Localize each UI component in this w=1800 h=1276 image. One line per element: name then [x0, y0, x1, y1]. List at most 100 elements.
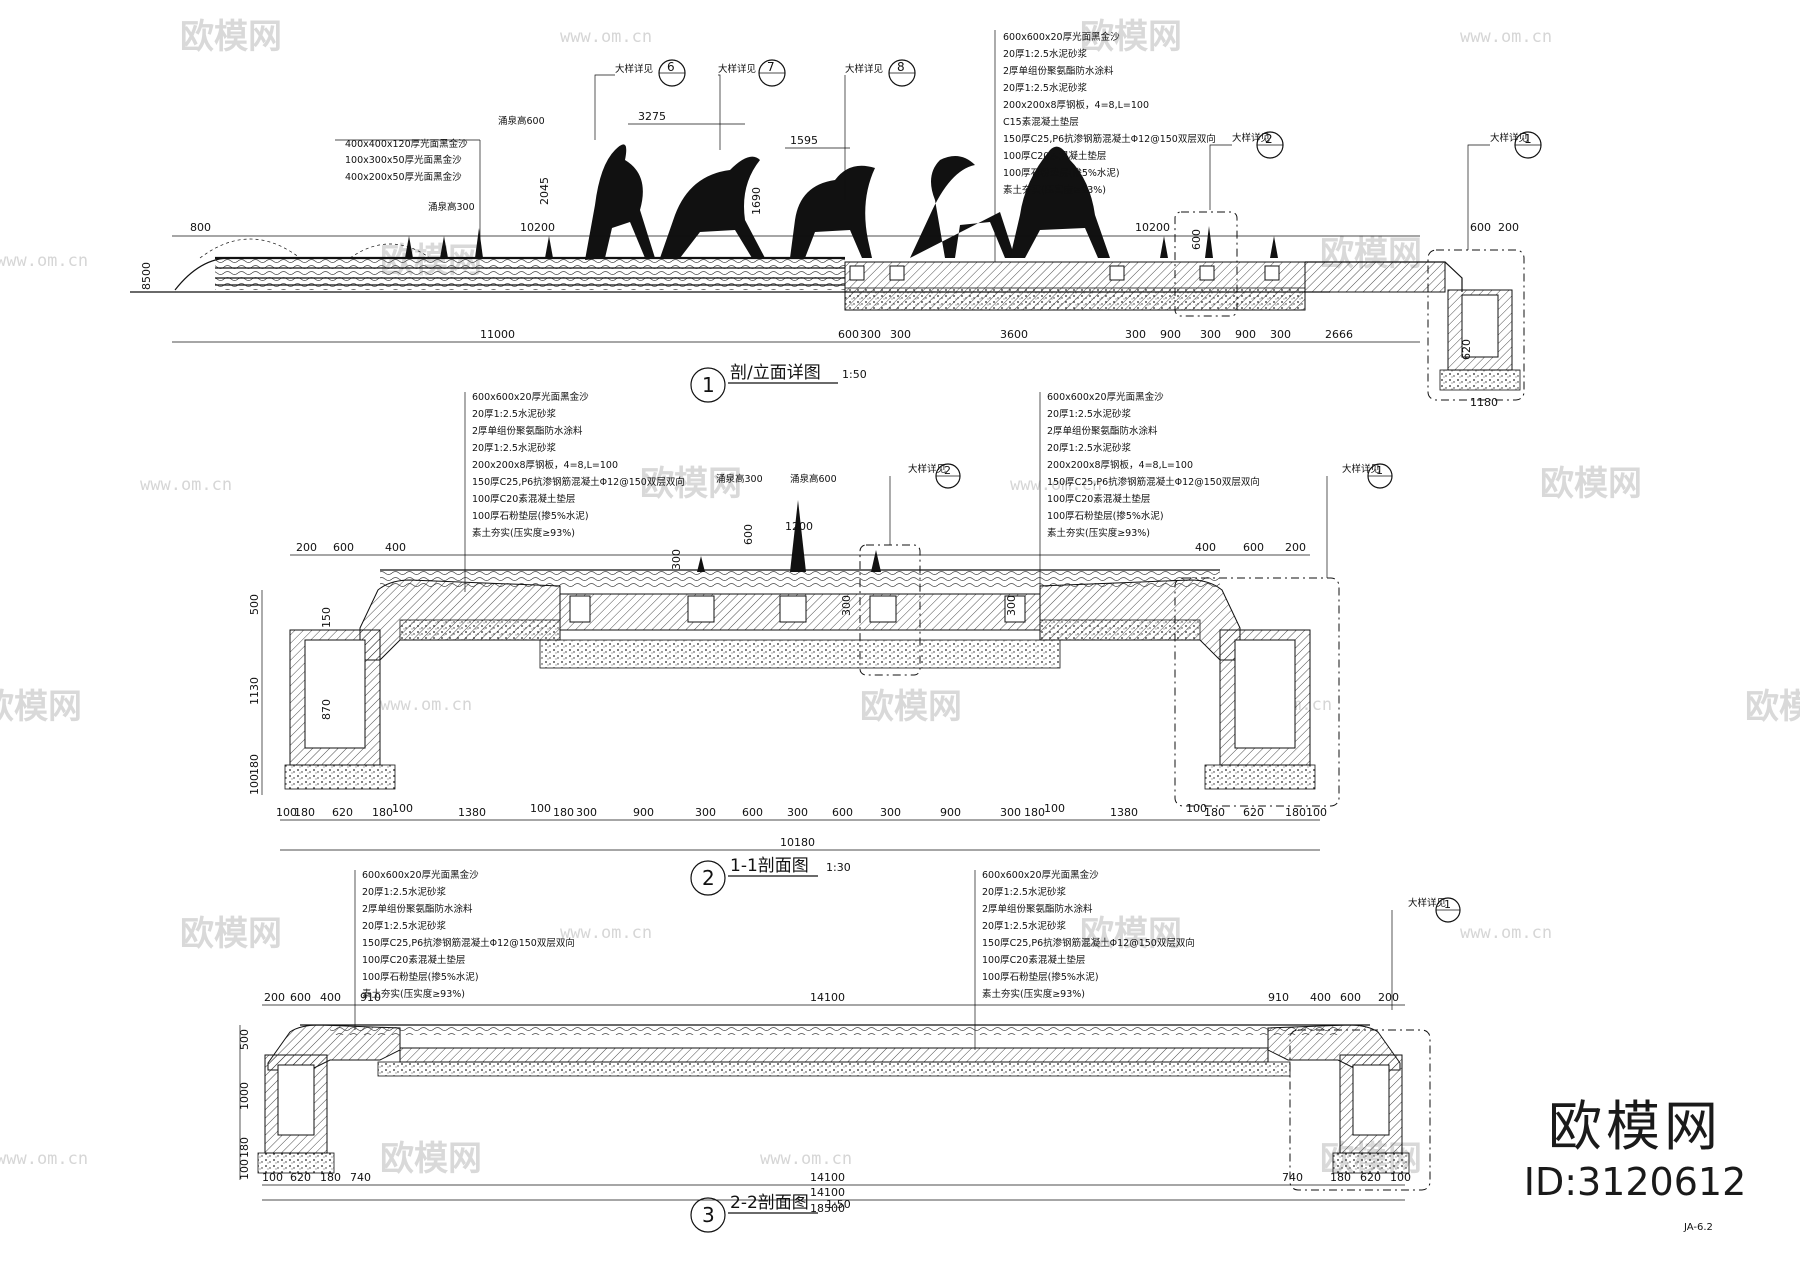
- dim-label: 2045: [538, 177, 551, 205]
- fountain-nozzles: [849, 265, 1280, 281]
- dim-label: 600: [1243, 541, 1264, 554]
- callout-label: 大样详见: [615, 63, 653, 75]
- material-note: 150厚C25,P6抗渗钢筋混凝土Φ12@150双层双向: [1003, 133, 1216, 145]
- fountain-label: 涌泉高300: [716, 473, 763, 485]
- material-note: 100x300x50厚光面黑金沙: [345, 154, 462, 166]
- svg-text:1380: 1380: [458, 806, 486, 819]
- svg-text:2: 2: [944, 464, 951, 477]
- dim-label: 870: [320, 699, 333, 720]
- svg-text:600: 600: [1340, 991, 1361, 1004]
- watermark-text: 欧模网: [180, 17, 282, 57]
- dim-label: 600: [838, 328, 859, 341]
- svg-text:100厚石粉垫层(掺5%水泥): 100厚石粉垫层(掺5%水泥): [1047, 510, 1164, 522]
- svg-text:20厚1:2.5水泥砂浆: 20厚1:2.5水泥砂浆: [982, 920, 1066, 932]
- dim-label: 200: [1498, 221, 1519, 234]
- section-1-notes-left: 400x400x120厚光面黑金沙 100x300x50厚光面黑金沙 400x2…: [335, 115, 545, 255]
- svg-text:180: 180: [372, 806, 393, 819]
- svg-text:180: 180: [320, 1171, 341, 1184]
- svg-text:20厚1:2.5水泥砂浆: 20厚1:2.5水泥砂浆: [472, 442, 556, 454]
- svg-text:900: 900: [940, 806, 961, 819]
- svg-text:100: 100: [276, 806, 297, 819]
- svg-text:1-1剖面图: 1-1剖面图: [730, 856, 809, 876]
- svg-text:620: 620: [332, 806, 353, 819]
- svg-text:素土夯实(压实度≥93%): 素土夯实(压实度≥93%): [472, 527, 575, 539]
- svg-text:大样详见: 大样详见: [1342, 463, 1380, 475]
- watermark-text: 欧模网: [1080, 914, 1182, 954]
- svg-text:100: 100: [1390, 1171, 1411, 1184]
- material-note: 200x200x8厚钢板，4=8,L=100: [1003, 99, 1149, 111]
- dim-label: 500: [248, 594, 261, 615]
- watermark-url: www.om.cn: [1460, 923, 1552, 943]
- callout-number: 1: [1524, 132, 1532, 146]
- svg-text:2厚单组份聚氨酯防水涂料: 2厚单组份聚氨酯防水涂料: [472, 425, 583, 437]
- section-3-bottom-dims: 100 620 180 740 14100 740 180 620 100: [262, 1171, 1411, 1184]
- svg-text:600: 600: [832, 806, 853, 819]
- svg-text:620: 620: [1360, 1171, 1381, 1184]
- svg-text:14100: 14100: [810, 1171, 845, 1184]
- material-note: 素土夯实(压实度≥93%): [1003, 184, 1106, 196]
- svg-text:100: 100: [1306, 806, 1327, 819]
- dim-label: 200: [296, 541, 317, 554]
- svg-text:300: 300: [695, 806, 716, 819]
- dim-label: 1180: [1470, 396, 1498, 409]
- dim-label: 1690: [750, 187, 763, 215]
- dim-label: 180: [248, 754, 261, 775]
- svg-text:180: 180: [553, 806, 574, 819]
- section-2-callouts: 大样详见 2 大样详见 1: [889, 463, 1393, 578]
- section-2-bottom-dims: 100 180 620 180 100 1380 100 180 300 900…: [276, 802, 1327, 819]
- svg-text:910: 910: [360, 991, 381, 1004]
- svg-text:740: 740: [350, 1171, 371, 1184]
- material-note: 2厚单组份聚氨酯防水涂料: [1003, 65, 1114, 77]
- dim-label: 620: [1460, 339, 1473, 360]
- dim-label: 300: [890, 328, 911, 341]
- watermark-text: 欧模网: [0, 687, 82, 727]
- callout-label: 大样详见: [1490, 132, 1528, 144]
- title-text: 剖/立面详图: [730, 363, 821, 383]
- section-1-dimension-lines: [172, 123, 1420, 343]
- watermark-url: www.om.cn: [1460, 27, 1552, 47]
- brand-id: ID:3120612: [1523, 1160, 1747, 1204]
- svg-text:100: 100: [262, 1171, 283, 1184]
- svg-text:20厚1:2.5水泥砂浆: 20厚1:2.5水泥砂浆: [472, 408, 556, 420]
- dim-label: 10200: [1135, 221, 1170, 234]
- svg-text:20厚1:2.5水泥砂浆: 20厚1:2.5水泥砂浆: [982, 886, 1066, 898]
- svg-text:1:50: 1:50: [826, 1198, 851, 1211]
- watermark-url: www.om.cn: [1010, 475, 1102, 495]
- svg-text:1: 1: [1376, 464, 1383, 477]
- svg-text:620: 620: [290, 1171, 311, 1184]
- svg-text:600x600x20厚光面黑金沙: 600x600x20厚光面黑金沙: [362, 869, 479, 881]
- dim-label: 900: [1160, 328, 1181, 341]
- dim-label: 600: [1190, 229, 1203, 250]
- svg-text:20厚1:2.5水泥砂浆: 20厚1:2.5水泥砂浆: [1047, 408, 1131, 420]
- horse-sculptures: [585, 144, 1110, 260]
- svg-text:大样详见: 大样详见: [908, 463, 946, 475]
- dim-label: 8500: [140, 262, 153, 290]
- callout-label: 大样详见: [718, 63, 756, 75]
- svg-text:2厚单组份聚氨酯防水涂料: 2厚单组份聚氨酯防水涂料: [1047, 425, 1158, 437]
- svg-text:素土夯实(压实度≥93%): 素土夯实(压实度≥93%): [362, 988, 465, 1000]
- svg-text:180: 180: [1024, 806, 1045, 819]
- material-note: 600x600x20厚光面黑金沙: [1003, 31, 1120, 43]
- svg-text:180: 180: [238, 1137, 251, 1158]
- dim-label: 200: [1285, 541, 1306, 554]
- dim-label: 1200: [785, 520, 813, 533]
- watermark-text: 欧模网: [1080, 17, 1182, 57]
- callout-number: 7: [767, 60, 775, 74]
- watermark-text: 欧模网: [380, 1139, 482, 1179]
- fountain-label: 涌泉高600: [790, 473, 837, 485]
- dim-total: 10180: [780, 836, 815, 849]
- svg-text:100厚C20素混凝土垫层: 100厚C20素混凝土垫层: [472, 493, 575, 505]
- svg-text:素土夯实(压实度≥93%): 素土夯实(压实度≥93%): [982, 988, 1085, 1000]
- callout-number: 2: [1265, 132, 1273, 146]
- dim-label: 600: [742, 524, 755, 545]
- section-1-title: 1 剖/立面详图 1:50: [690, 363, 867, 403]
- dim-label: 300: [860, 328, 881, 341]
- svg-text:180: 180: [294, 806, 315, 819]
- svg-text:500: 500: [238, 1029, 251, 1050]
- svg-text:100: 100: [1186, 802, 1207, 815]
- svg-text:2-2剖面图: 2-2剖面图: [730, 1193, 809, 1213]
- callout-label: 大样详见: [1232, 132, 1270, 144]
- svg-text:740: 740: [1282, 1171, 1303, 1184]
